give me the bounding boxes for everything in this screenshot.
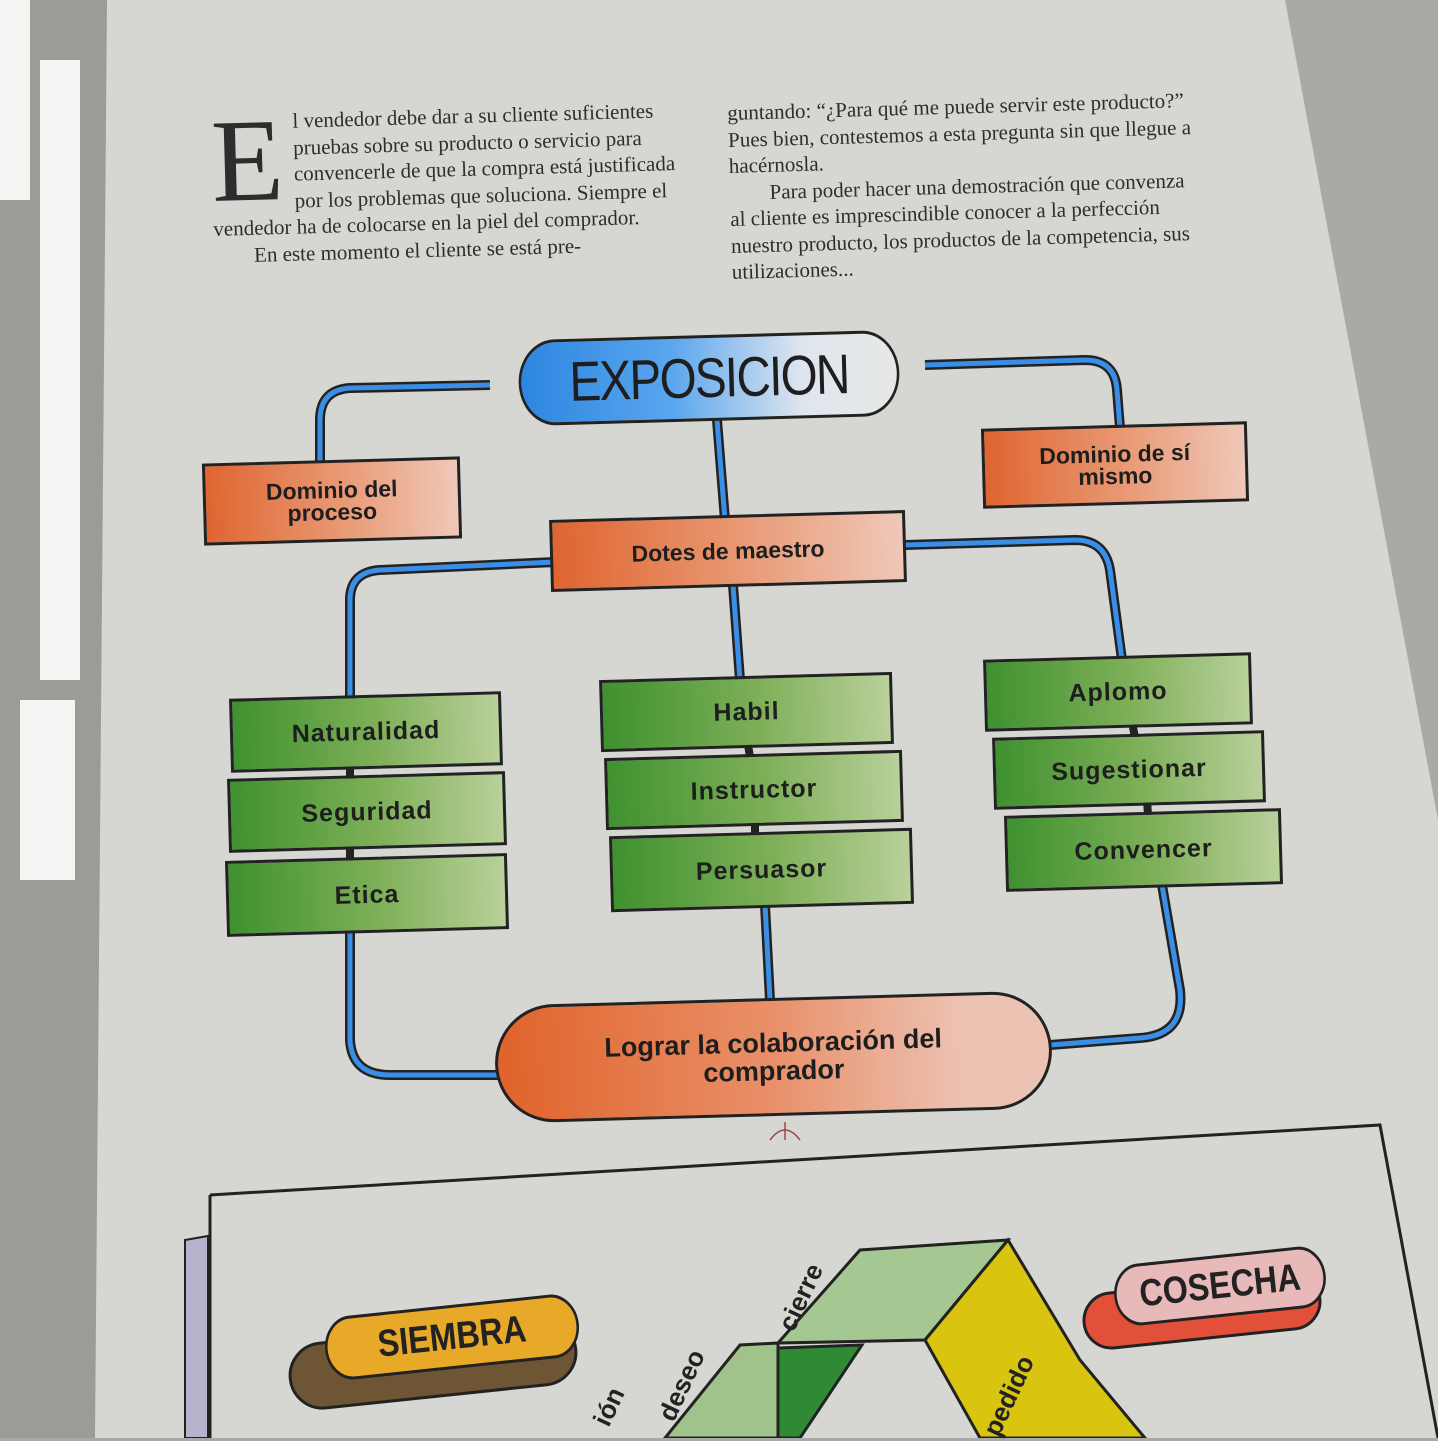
convencer-node: Convencer <box>1003 808 1284 892</box>
lograr-colaboracion-node: Lograr la colaboración del comprador <box>493 990 1054 1124</box>
exposicion-node: EXPOSICION <box>517 329 901 427</box>
persuasor-node: Persuasor <box>608 827 915 913</box>
dominio-si-mismo-node: Dominio de sí mismo <box>980 421 1250 509</box>
sugestionar-node: Sugestionar <box>992 730 1266 810</box>
light-glare <box>20 700 75 880</box>
seguridad-node: Seguridad <box>227 771 507 853</box>
etica-node: Etica <box>224 853 510 937</box>
dotes-maestro-node: Dotes de maestro <box>549 510 907 592</box>
instructor-node: Instructor <box>604 749 904 831</box>
light-glare <box>0 0 30 200</box>
light-glare <box>40 60 80 680</box>
dominio-proceso-node: Dominio del proceso <box>201 456 463 546</box>
naturalidad-node: Naturalidad <box>229 691 503 773</box>
habil-node: Habil <box>599 671 894 753</box>
aplomo-node: Aplomo <box>983 652 1253 732</box>
